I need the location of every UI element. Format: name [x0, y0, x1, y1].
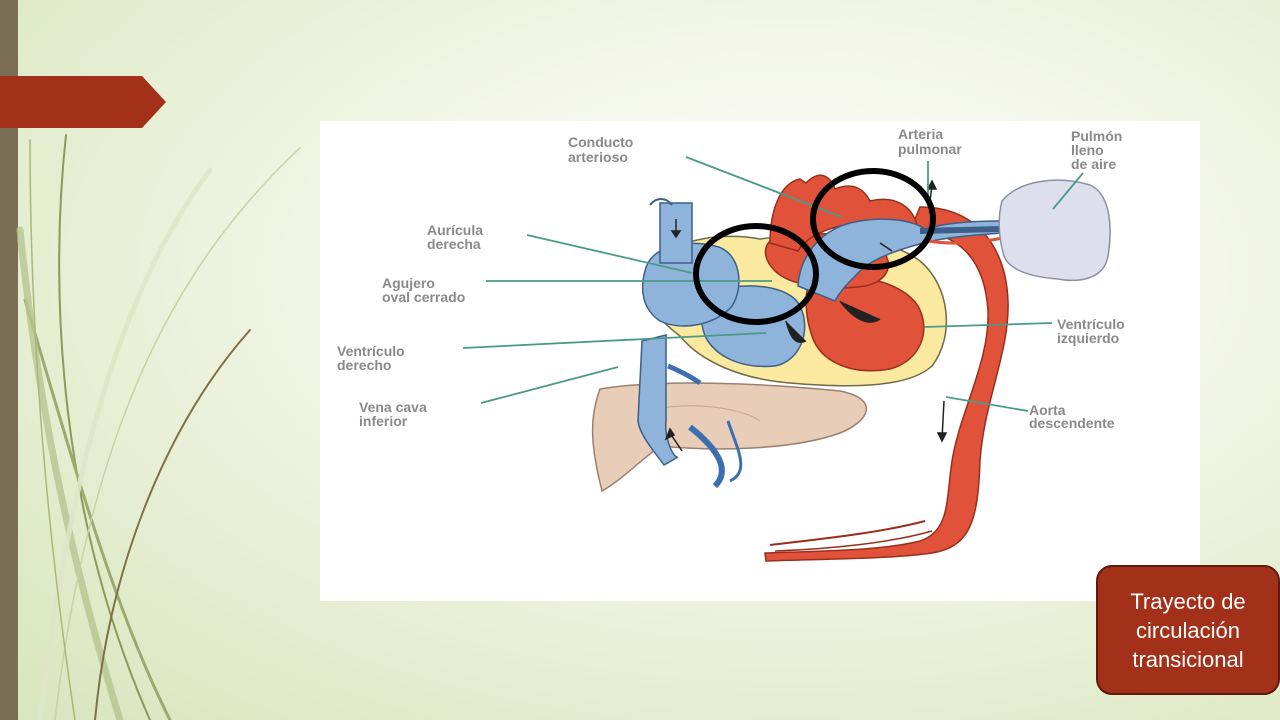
heart-circulation-diagram: Conducto arterioso Arteria pulmonar Pulm… — [320, 121, 1200, 601]
label-pulmon: Pulmón lleno de aire — [1071, 128, 1126, 172]
decorative-curves — [16, 134, 301, 720]
left-accent-bar — [0, 0, 18, 720]
label-arteria-pulmonar: Arteria pulmonar — [898, 126, 962, 157]
lung — [998, 179, 1111, 282]
label-auricula-derecha: Aurícula derecha — [427, 222, 487, 252]
liver — [591, 382, 867, 493]
caption-box: Trayecto de circulación transicional — [1096, 565, 1280, 695]
label-vena-cava-inferior: Vena cava inferior — [359, 399, 431, 429]
inferior-vena-cava — [637, 334, 679, 466]
agujero-oval-highlight — [693, 223, 819, 325]
caption-text: Trayecto de circulación transicional — [1130, 588, 1246, 672]
label-conducto-arterioso: Conducto arterioso — [568, 134, 637, 165]
title-tab — [0, 76, 166, 128]
label-ventriculo-izquierdo: Ventrículo izquierdo — [1057, 316, 1129, 346]
label-agujero-oval: Agujero oval cerrado — [382, 275, 465, 305]
conducto-arterioso-highlight — [810, 168, 936, 270]
label-aorta-descendente: Aorta descendente — [1029, 402, 1115, 431]
label-ventriculo-derecho: Ventrículo derecho — [337, 343, 409, 373]
